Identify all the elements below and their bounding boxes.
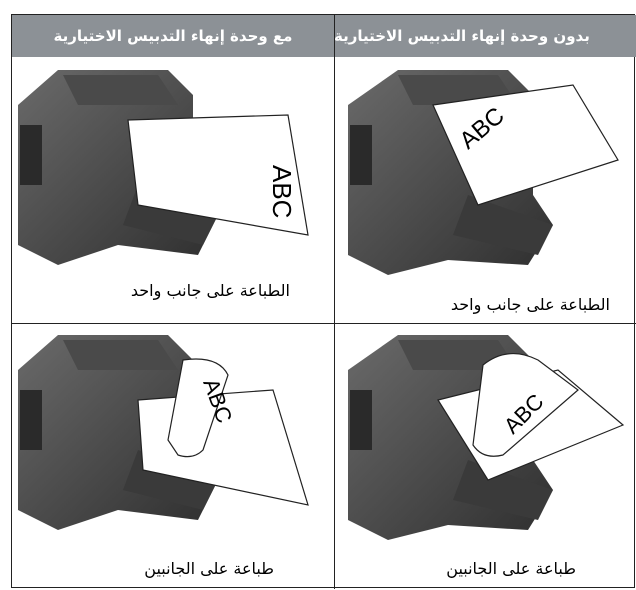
cell-top-left: ABC الطباعة على جانب واحد	[12, 57, 334, 323]
caption-bottom-left: طباعة على الجانبين	[144, 559, 274, 578]
header-with-finisher: مع وحدة إنهاء التدبيس الاختيارية	[12, 15, 334, 57]
caption-top-left: الطباعة على جانب واحد	[131, 281, 290, 300]
paper-label-top-left: ABC	[267, 165, 297, 218]
cell-bottom-left: ABC طباعة على الجانبين	[12, 324, 334, 589]
printer-illustration-top-right: ABC	[338, 65, 628, 275]
header-without-finisher: بدون وحدة إنهاء التدبيس الاختيارية	[334, 15, 636, 57]
paper-loading-table: مع وحدة إنهاء التدبيس الاختيارية بدون وح…	[11, 14, 635, 588]
caption-top-right: الطباعة على جانب واحد	[451, 295, 610, 314]
printer-illustration-top-left: ABC	[18, 65, 318, 265]
printer-illustration-bottom-left: ABC	[18, 330, 318, 530]
cell-bottom-right: ABC طباعة على الجانبين	[334, 324, 636, 589]
cell-top-right: ABC الطباعة على جانب واحد	[334, 57, 636, 323]
printer-illustration-bottom-right: ABC	[338, 330, 628, 540]
caption-bottom-right: طباعة على الجانبين	[446, 559, 576, 578]
